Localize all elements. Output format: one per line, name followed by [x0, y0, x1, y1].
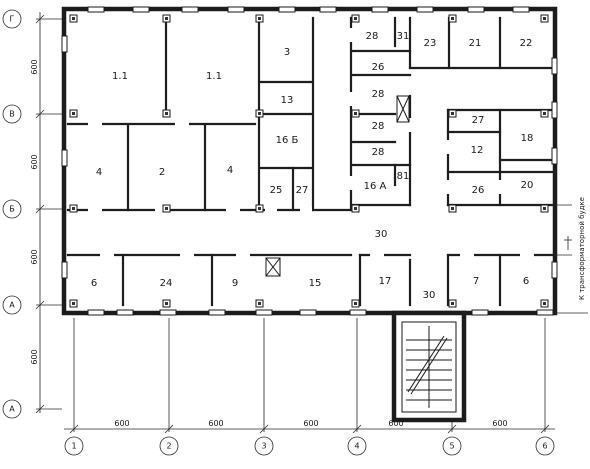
room-label: 28	[372, 147, 385, 158]
room-label: 3	[284, 47, 290, 58]
room-label: 25	[270, 185, 283, 196]
room-label: 81	[397, 171, 410, 182]
door-openings	[88, 28, 534, 258]
room-label: 17	[379, 276, 392, 287]
axis-label: 1	[71, 442, 76, 451]
room-label: 31	[397, 31, 410, 42]
dimension-label: 600	[30, 154, 39, 169]
room-label: 12	[471, 145, 484, 156]
stair-block	[391, 310, 467, 423]
room-label: 16 Б	[276, 135, 299, 146]
room-label: 30	[375, 229, 388, 240]
room-labels: 1.1 1.1 3 28 31 23 21 22 26 13 28 28 16 …	[91, 31, 534, 301]
room-label: 6	[91, 278, 97, 289]
axis-label: А	[9, 405, 15, 414]
room-label: 22	[520, 38, 533, 49]
dimension-label: 600	[30, 59, 39, 74]
axis-label: А	[9, 301, 15, 310]
room-label: 26	[472, 185, 485, 196]
room-label: 24	[160, 278, 173, 289]
windows	[61, 6, 558, 316]
dimension-label: 600	[208, 419, 223, 428]
room-label: 27	[472, 115, 485, 126]
room-label: 23	[424, 38, 437, 49]
room-label: 28	[366, 31, 379, 42]
room-label: 27	[296, 185, 309, 196]
room-label: 28	[372, 89, 385, 100]
room-label: 15	[309, 278, 322, 289]
room-label: 20	[521, 180, 534, 191]
axis-label: 6	[542, 442, 547, 451]
room-label: 18	[521, 133, 534, 144]
axis-label: Г	[10, 15, 15, 24]
outer-wall	[61, 6, 558, 316]
dimension-label: 600	[492, 419, 507, 428]
side-note: К трансформаторной будке	[578, 197, 586, 300]
room-label: 21	[469, 38, 482, 49]
axis-markers	[2, 9, 555, 456]
room-label: 28	[372, 121, 385, 132]
vertical-dimension-chain	[35, 12, 45, 414]
room-label: 4	[96, 167, 102, 178]
dimension-label: 600	[30, 349, 39, 364]
axis-label: В	[9, 110, 15, 119]
axis-label: 3	[261, 442, 266, 451]
room-label: 26	[372, 62, 385, 73]
room-label: 6	[523, 276, 529, 287]
room-label: 16 А	[364, 181, 387, 192]
axis-label: 5	[449, 442, 454, 451]
room-label: 1.1	[206, 71, 222, 82]
dimension-label: 600	[303, 419, 318, 428]
transformer-lead	[555, 204, 588, 314]
columns	[69, 14, 549, 308]
axis-label: Б	[9, 205, 15, 214]
room-label: 4	[227, 165, 233, 176]
room-label: 30	[423, 290, 436, 301]
axis-label: 4	[354, 442, 359, 451]
room-label: 13	[281, 95, 294, 106]
horizontal-dimension-chain	[64, 424, 555, 434]
axis-label: 2	[166, 442, 171, 451]
dimension-label: 600	[114, 419, 129, 428]
room-label: 9	[232, 278, 238, 289]
room-label: 2	[159, 167, 165, 178]
room-label: 1.1	[112, 71, 128, 82]
room-label: 7	[473, 276, 479, 287]
shafts	[265, 95, 410, 277]
dimension-label: 600	[388, 419, 403, 428]
dimension-label: 600	[30, 249, 39, 264]
